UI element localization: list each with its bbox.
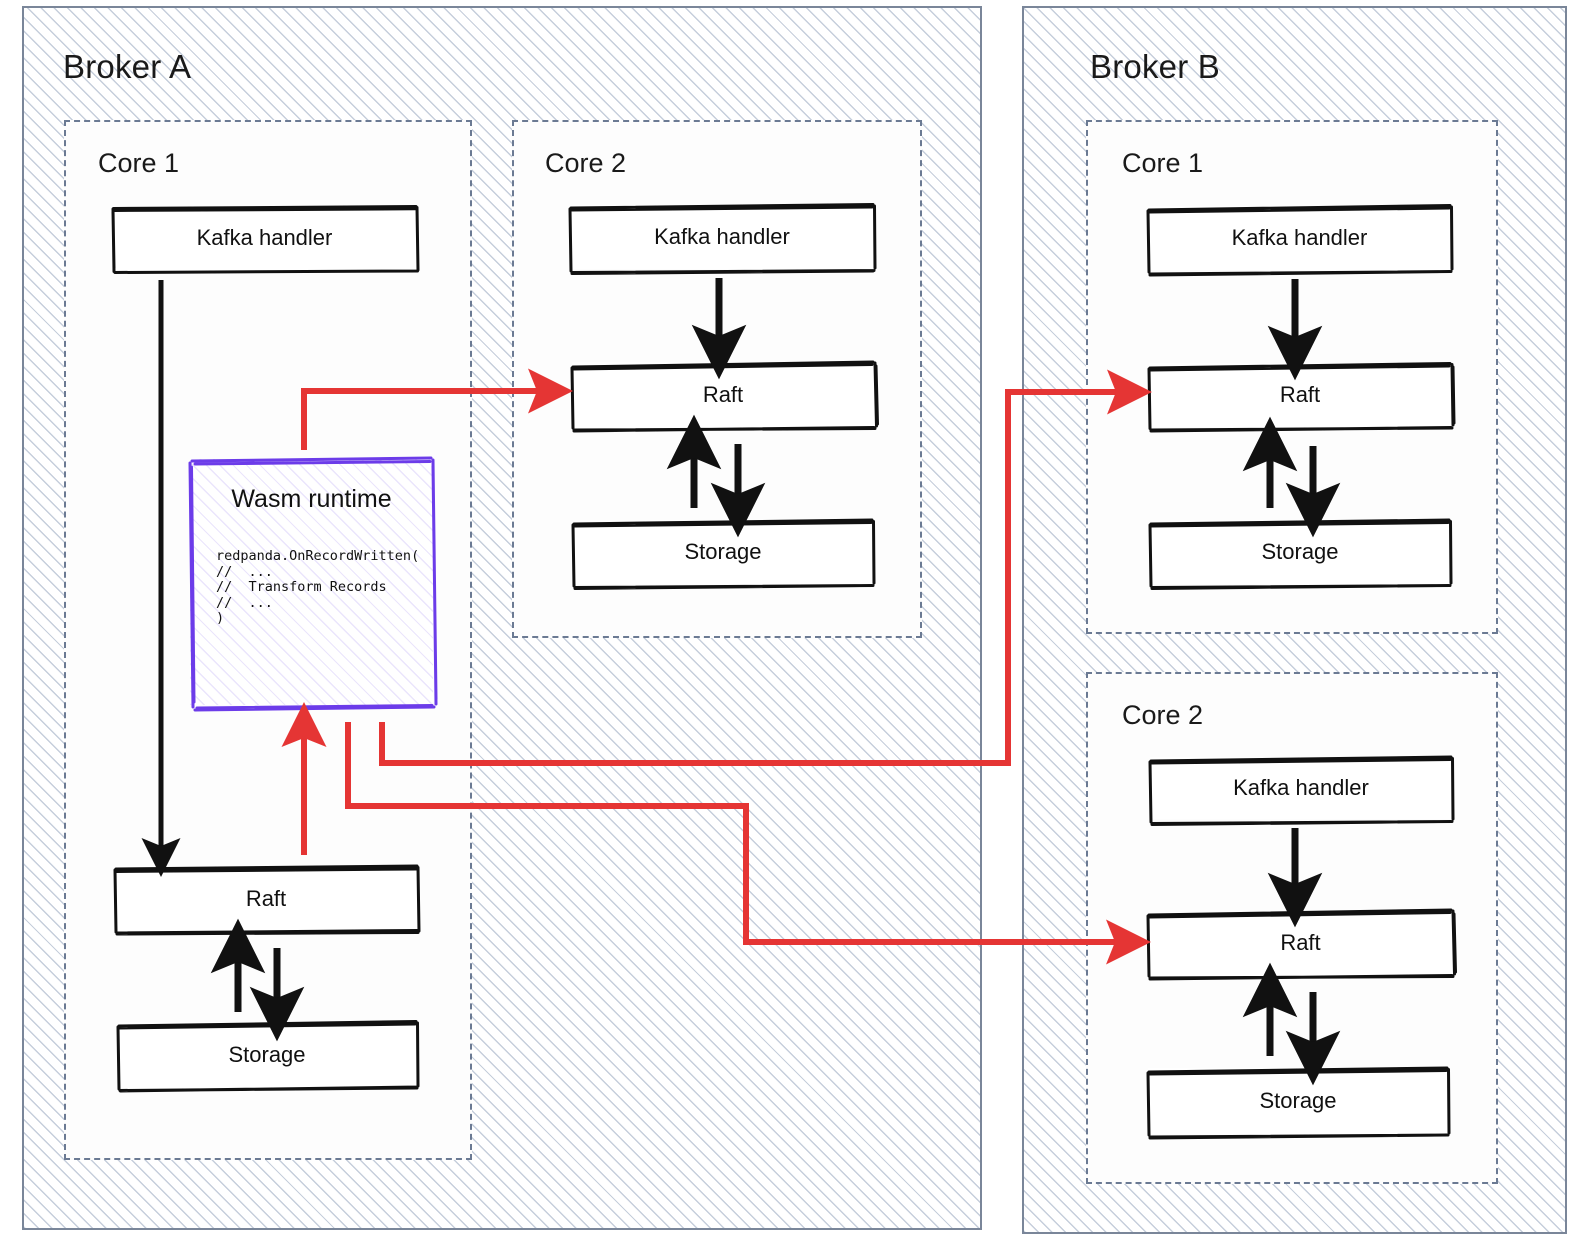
broker-a-core-2-label: Core 2 <box>545 148 627 178</box>
node-storage-b2[interactable]: Storage <box>1146 1066 1451 1140</box>
broker-a-core-1-label: Core 1 <box>98 148 180 178</box>
node-wasm-runtime[interactable]: Wasm runtime redpanda.OnRecordWritten( /… <box>188 456 438 712</box>
node-raft-b2[interactable]: Raft <box>1146 908 1457 981</box>
node-storage-a1[interactable]: Storage <box>116 1020 420 1093</box>
broker-b-core-2-label: Core 2 <box>1122 700 1204 730</box>
node-kafka-handler-b1[interactable]: Kafka handler <box>1146 204 1454 277</box>
node-raft-a2[interactable]: Raft <box>570 360 879 433</box>
node-storage-a2[interactable]: Storage <box>571 518 876 590</box>
node-kafka-handler-a1[interactable]: Kafka handler <box>111 205 420 274</box>
broker-b-core-1-label: Core 1 <box>1122 148 1204 178</box>
node-kafka-handler-b2[interactable]: Kafka handler <box>1148 755 1455 826</box>
node-raft-b1[interactable]: Raft <box>1147 362 1456 433</box>
broker-b-title: Broker B <box>1090 48 1220 85</box>
wasm-runtime-title: Wasm runtime <box>231 485 392 513</box>
node-raft-a1[interactable]: Raft <box>113 864 421 936</box>
node-kafka-handler-a2[interactable]: Kafka handler <box>568 203 877 275</box>
broker-a-title: Broker A <box>63 48 192 85</box>
node-storage-b1[interactable]: Storage <box>1148 518 1453 590</box>
wasm-runtime-code: redpanda.OnRecordWritten( // ... // Tran… <box>216 548 420 626</box>
